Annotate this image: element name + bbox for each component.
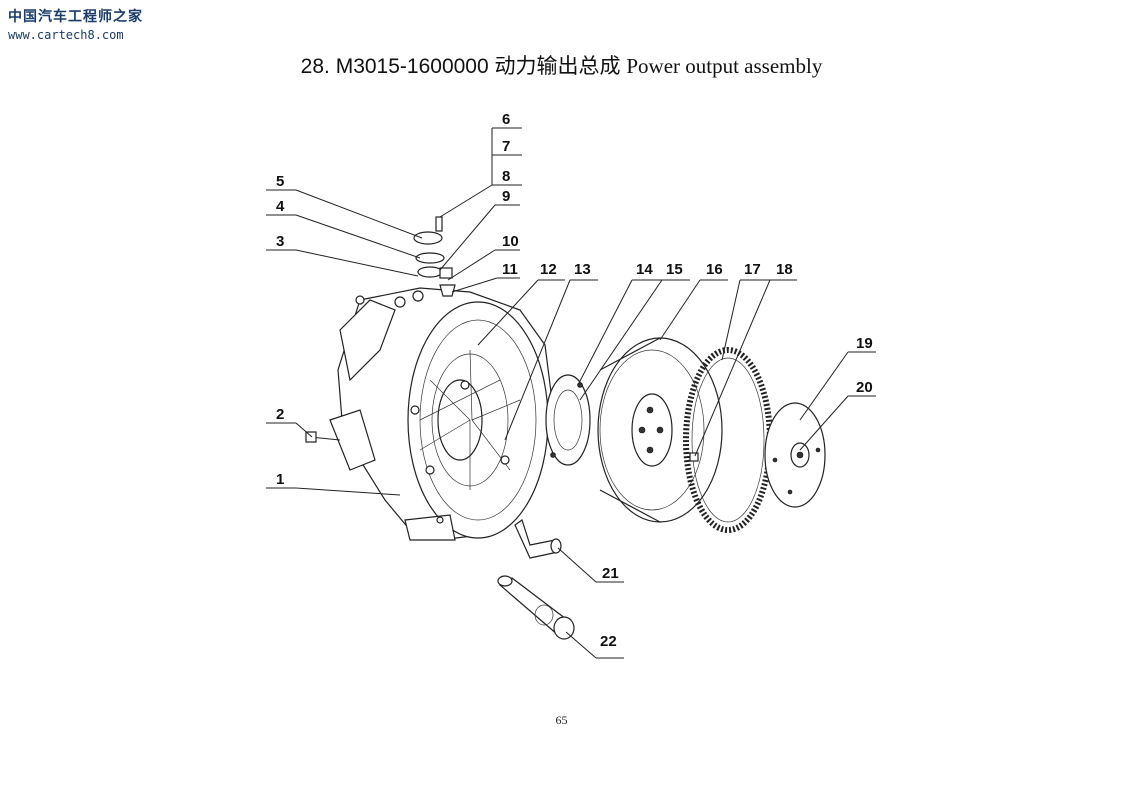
callout-labels: 5 4 3 2 1 6 7 8 9 10 11 12 13 14 15 16 1… (276, 111, 873, 650)
flywheel (597, 337, 723, 523)
callout-3: 3 (276, 233, 284, 250)
flywheel-housing (329, 287, 553, 541)
callout-2: 2 (276, 406, 284, 423)
callout-10: 10 (502, 233, 519, 250)
callout-6: 6 (502, 111, 510, 128)
drive-plate (764, 402, 826, 508)
callout-17: 17 (744, 261, 761, 278)
title-code: M3015-1600000 (335, 55, 489, 78)
callout-22: 22 (600, 633, 617, 650)
page-title: 28. M3015-1600000 动力输出总成 Power output as… (0, 50, 1123, 80)
page-number: 65 (555, 713, 568, 727)
watermark-url: www.cartech8.com (8, 28, 124, 42)
callout-15: 15 (666, 261, 683, 278)
watermark: 中国汽车工程师之家 www.cartech8.com (8, 6, 143, 42)
watermark-text-cn: 中国汽车工程师之家 (8, 9, 143, 25)
sleeve (497, 575, 575, 640)
callout-7: 7 (502, 138, 510, 155)
seal-plate (545, 374, 591, 466)
leader-lines (266, 127, 876, 659)
callout-11: 11 (502, 261, 518, 278)
top-fittings (413, 216, 456, 297)
title-number: 28. (300, 55, 330, 78)
callout-21: 21 (602, 565, 619, 582)
callout-19: 19 (856, 335, 873, 352)
callout-9: 9 (502, 188, 510, 205)
callout-8: 8 (502, 168, 510, 185)
callout-12: 12 (540, 261, 557, 278)
callout-20: 20 (856, 379, 873, 396)
title-en: Power output assembly (626, 54, 823, 78)
callout-4: 4 (276, 198, 285, 215)
callout-13: 13 (574, 261, 591, 278)
side-bolt (305, 431, 341, 443)
callout-1: 1 (276, 471, 284, 488)
callout-14: 14 (636, 261, 653, 278)
callout-16: 16 (706, 261, 723, 278)
title-cn: 动力输出总成 (494, 55, 621, 78)
callout-5: 5 (276, 173, 284, 190)
callout-18: 18 (776, 261, 793, 278)
elbow-pipe (514, 519, 562, 559)
